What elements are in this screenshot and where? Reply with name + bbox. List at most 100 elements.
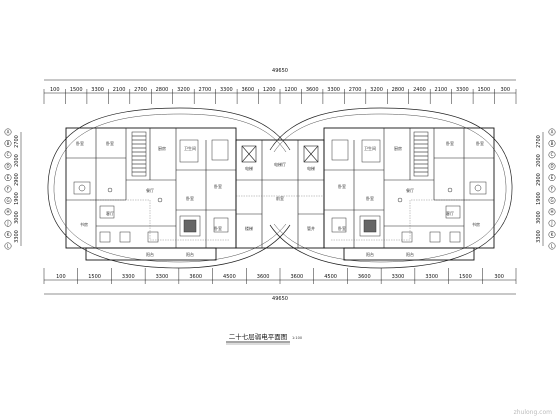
axis-bubble (548, 128, 556, 136)
axis-bubble (4, 128, 12, 136)
room-label: 阳台 (186, 251, 194, 257)
room-label: 阳台 (366, 251, 374, 257)
axis-label: J (550, 221, 552, 226)
axis-bubble (4, 185, 12, 193)
dimension-label: 2700 (349, 87, 362, 93)
dimension-label: 2900 (14, 173, 20, 186)
dimension-label: 100 (56, 274, 66, 280)
dimension-label: 3300 (536, 230, 542, 243)
elevator-shaft-1 (241, 145, 257, 163)
room-label: 卧室 (106, 140, 114, 146)
dimension-label: 2700 (14, 135, 20, 148)
room-label: 管井 (307, 225, 315, 231)
room-label: 卧室 (446, 140, 454, 146)
room-label: 客厅 (106, 210, 114, 216)
axis-label: L (551, 243, 554, 248)
room-label: 卫生间 (184, 145, 196, 151)
dimension-label: 3300 (122, 274, 135, 280)
room-label: 餐厅 (146, 187, 154, 193)
floor-walls (65, 127, 495, 261)
axis-label: E (7, 175, 10, 180)
room-label: 楼梯 (245, 225, 253, 231)
dimension-label: 3300 (425, 274, 438, 280)
axis-bubble (4, 231, 12, 239)
axis-label: F (551, 186, 554, 191)
dimension-label: 3300 (456, 87, 469, 93)
dimension-label: 3300 (327, 87, 340, 93)
dimension-label: 3200 (370, 87, 383, 93)
room-label: 书房 (472, 221, 480, 227)
dimension-label: 1900 (536, 192, 542, 205)
axis-bubble (4, 174, 12, 182)
axis-bubble (4, 242, 12, 250)
axis-bubble (548, 231, 556, 239)
axis-bubble (548, 174, 556, 182)
dimension-label: 4500 (324, 274, 337, 280)
axis-label: L (7, 243, 10, 248)
right-lobe-outline (269, 107, 513, 269)
dimension-label: 3600 (189, 274, 202, 280)
dimension-label: 2100 (113, 87, 126, 93)
left-furniture (73, 139, 229, 243)
room-label: 卫生间 (364, 145, 376, 151)
wiring (90, 195, 470, 241)
dimension-label: 1500 (88, 274, 101, 280)
axis-label: C (551, 152, 554, 157)
axis-label: H (6, 209, 9, 214)
axis-label: E (551, 175, 554, 180)
left-lobe-outline (47, 107, 291, 269)
right-balcony (343, 247, 475, 261)
right-lobe-inner (273, 113, 507, 263)
axis-bubble (4, 196, 12, 204)
dimension-label: 3600 (306, 87, 319, 93)
dimension-label: 1500 (477, 87, 490, 93)
axis-bubble (4, 162, 12, 170)
dimension-label: 3000 (536, 211, 542, 224)
right-furniture (331, 139, 487, 243)
axis-label: J (6, 221, 8, 226)
left-partitions (66, 128, 236, 248)
dimension-label: 2800 (156, 87, 169, 93)
room-label: 卧室 (338, 225, 346, 231)
dimension-label: 300 (500, 87, 510, 93)
dimension-label: 300 (494, 274, 504, 280)
room-label: 厨房 (394, 145, 402, 151)
bottom-axis-markers (43, 268, 517, 284)
axis-bubble (548, 242, 556, 250)
dimension-label: 1500 (459, 274, 472, 280)
dimension-label: 3300 (156, 274, 169, 280)
room-label: 电梯 (245, 165, 253, 171)
axis-bubble (4, 219, 12, 227)
dimension-label: 2400 (413, 87, 426, 93)
axis-bubble (548, 139, 556, 147)
dimension-label: 3300 (220, 87, 233, 93)
axis-label: H (550, 209, 553, 214)
dimension-label: 3000 (14, 211, 20, 224)
total-dimension-top: 49650 (272, 68, 288, 74)
room-label: 阳台 (146, 251, 154, 257)
room-label: 书房 (80, 221, 88, 227)
room-label: 厨房 (158, 145, 166, 151)
right-partitions (324, 128, 494, 248)
left-balcony (85, 247, 217, 261)
axis-label: C (7, 152, 10, 157)
total-dimension-bottom: 49650 (272, 296, 288, 302)
dimension-label: 2100 (435, 87, 448, 93)
room-label: 阳台 (406, 251, 414, 257)
dimension-label: 100 (50, 87, 60, 93)
room-label: 卧室 (76, 140, 84, 146)
room-label: 餐厅 (406, 187, 414, 193)
axis-label: A (7, 129, 10, 134)
axis-label: G (6, 198, 9, 203)
dimension-label: 2900 (536, 173, 542, 186)
drawing-scale: 1:100 (292, 336, 302, 340)
axis-bubble (548, 151, 556, 159)
axis-bubble (4, 151, 12, 159)
axis-label: B (7, 141, 10, 146)
dimension-label: 3600 (257, 274, 270, 280)
